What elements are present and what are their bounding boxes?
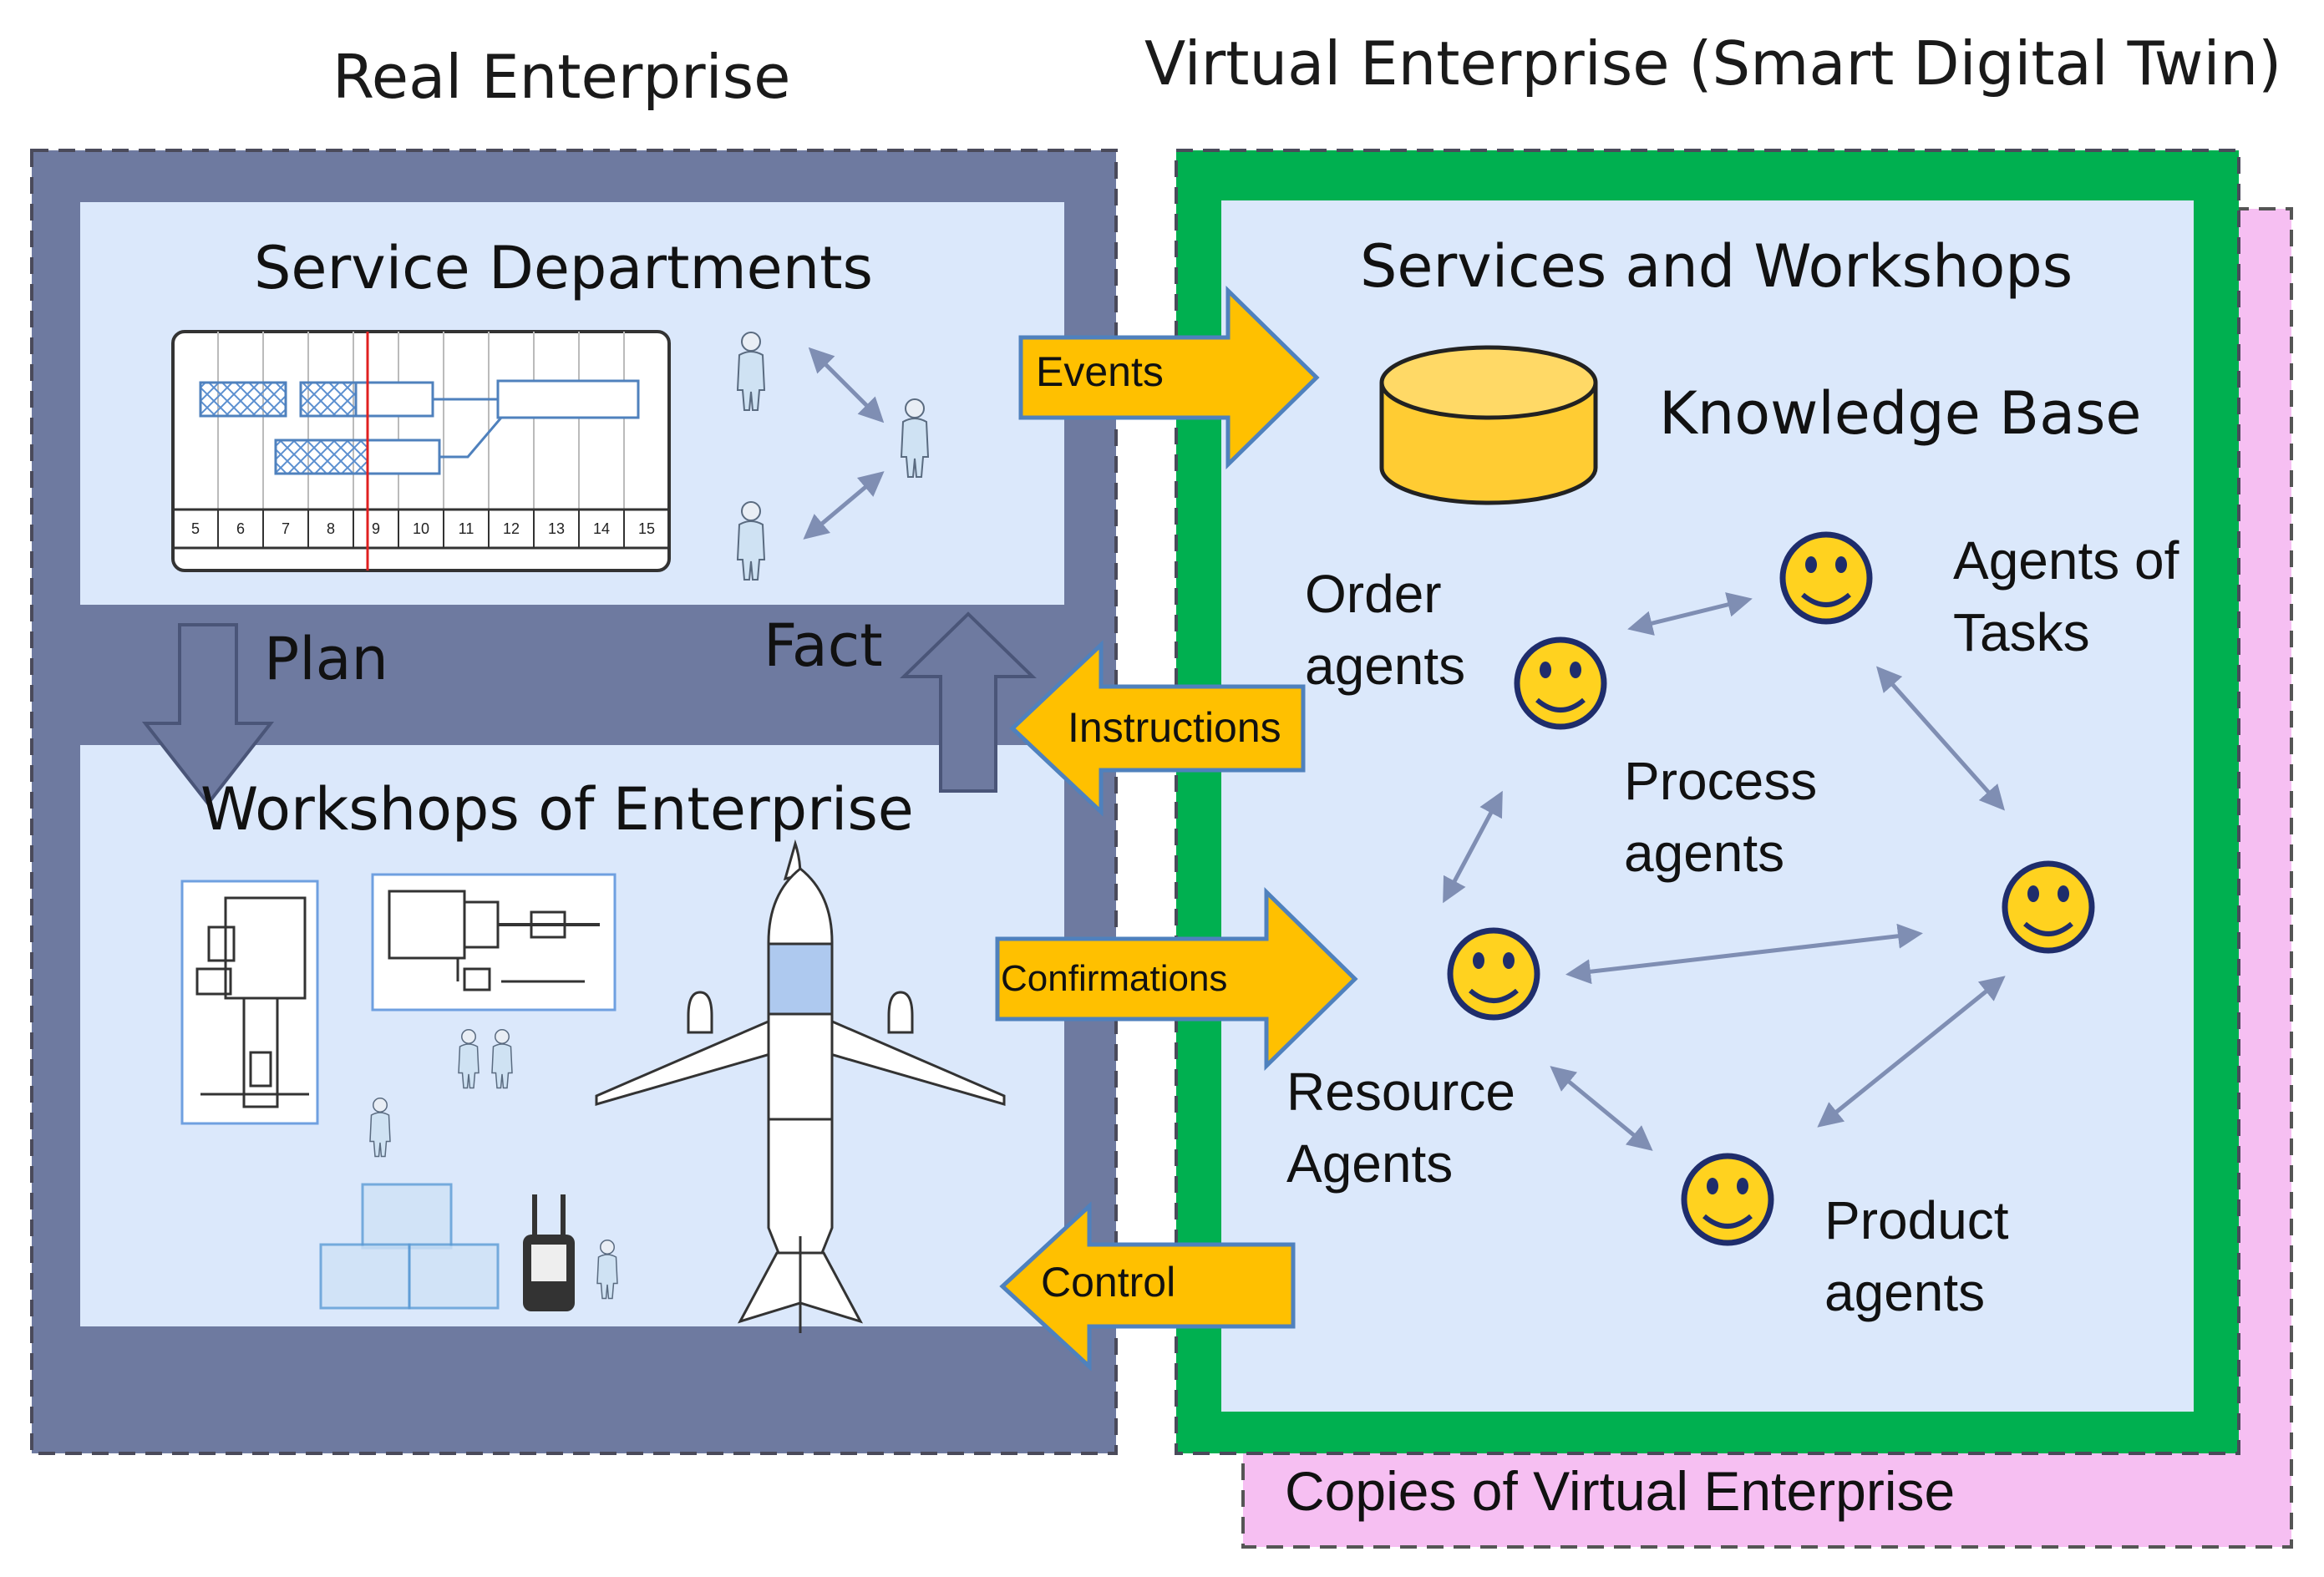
events-label: Events [1036,348,1164,395]
machine-tool-illustration [180,880,319,1125]
workshops-title: Workshops of Enterprise [200,775,914,844]
gantt-tick: 13 [548,520,565,537]
smiley-product-agent [1681,1153,1774,1246]
gantt-tick: 6 [236,520,245,537]
lathe-illustration [371,873,617,1012]
product-agents-label: Product agents [1824,1190,2009,1323]
smiley-resource-agent [1447,927,1540,1021]
knowledge-base-label: Knowledge Base [1659,379,2142,448]
instructions-label: Instructions [1068,704,1281,751]
order-agents-label: Order agents [1305,564,1466,697]
plan-label: Plan [264,625,388,693]
gantt-tick: 7 [282,520,290,537]
real-enterprise-heading: Real Enterprise [332,42,791,112]
gantt-tick: 8 [327,520,335,537]
gantt-tick: 5 [191,520,200,537]
forklift-illustration [523,1194,575,1311]
task-agents-label: Agents of Tasks [1953,530,2179,663]
boxes-illustration [319,1183,500,1310]
knowledge-base-cylinder [1379,345,1598,505]
virtual-enterprise-heading: Virtual Enterprise (Smart Digital Twin) [1144,28,2282,99]
copies-label: Copies of Virtual Enterprise [1285,1460,1956,1522]
service-departments-title: Service Departments [254,234,874,302]
resource-agents-label: Resource Agents [1286,1062,1515,1194]
gantt-tick-labels: 5 6 7 8 9 10 11 12 13 14 15 [191,520,655,537]
smiley-process-agent [2002,860,2095,954]
control-arrow [999,1201,1296,1372]
smiley-order-agent [1514,636,1607,730]
fact-label: Fact [764,611,883,680]
gantt-tick: 12 [503,520,520,537]
confirmations-label: Confirmations [1001,958,1228,999]
fact-arrow [900,611,1037,793]
confirmations-arrow [995,887,1358,1071]
instructions-arrow [1009,640,1306,817]
gantt-tick: 9 [372,520,380,537]
agent-links [1443,592,2006,1151]
process-agents-label: Process agents [1624,751,1818,884]
plan-arrow [141,623,275,807]
events-arrow [1018,286,1320,469]
airplane-illustration [595,839,1006,1333]
services-workshops-title: Services and Workshops [1360,232,2073,301]
gantt-tick: 14 [593,520,610,537]
gantt-tick: 10 [413,520,429,537]
gantt-tick: 11 [459,520,474,537]
gantt-tick: 15 [638,520,655,537]
control-label: Control [1041,1259,1176,1306]
gantt-chart [171,330,671,572]
smiley-task-agent [1779,531,1873,625]
